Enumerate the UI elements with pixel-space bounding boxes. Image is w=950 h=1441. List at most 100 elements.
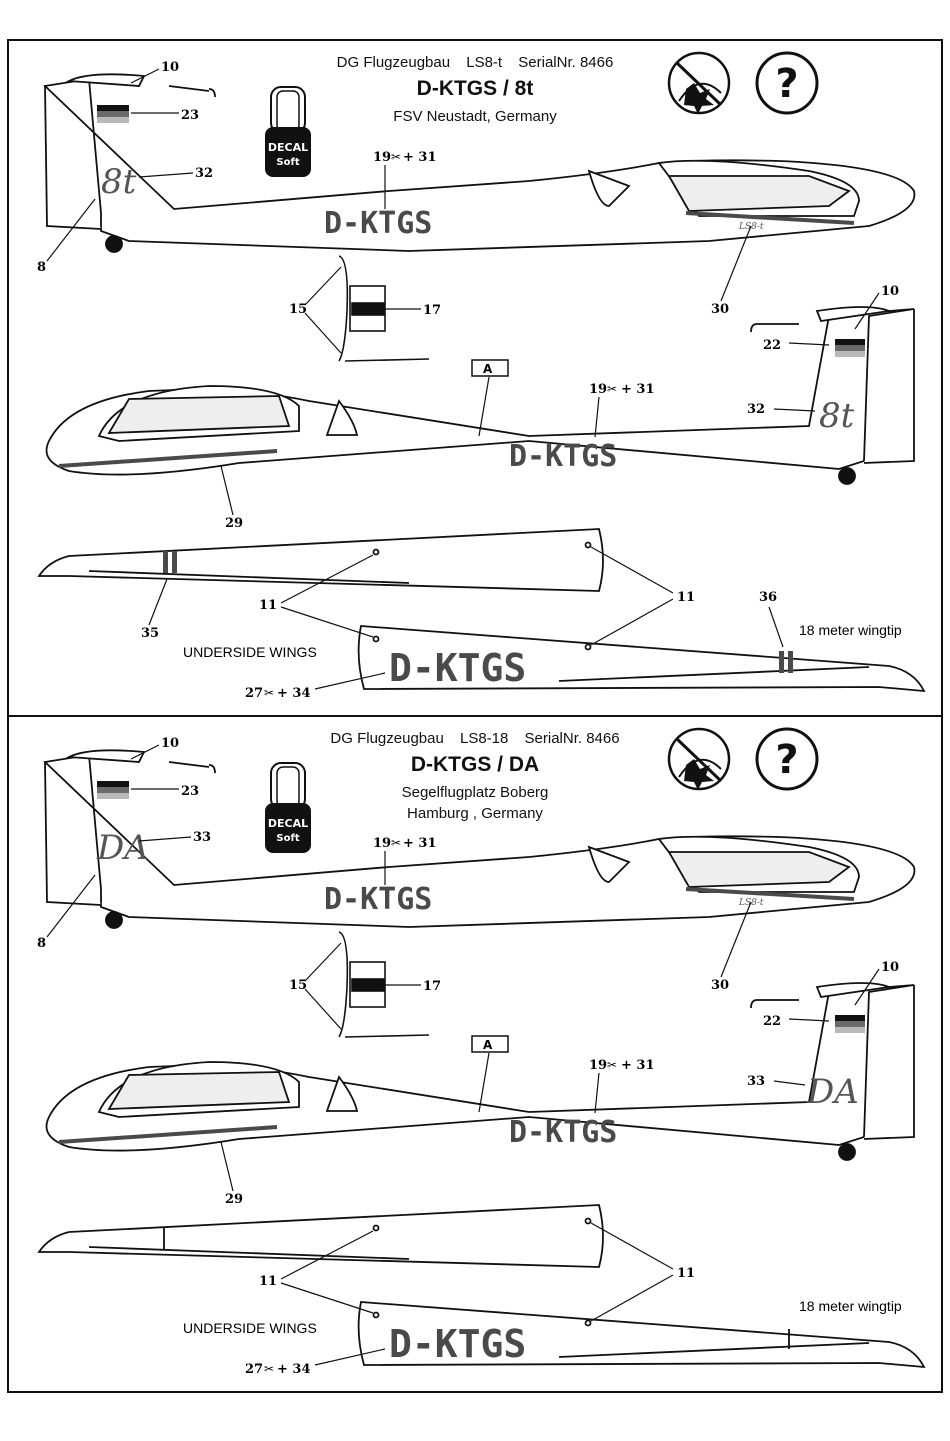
tail-code-decal-right: DA — [806, 1072, 859, 1112]
callout-19-right: 19 — [589, 1058, 607, 1073]
wing-stripe-36 — [779, 651, 784, 673]
registration-decal-fuselage: D-KTGS — [324, 206, 432, 241]
callout-34: + 34 — [277, 686, 311, 701]
callout-11: 11 — [259, 598, 277, 613]
wing-underside-right — [357, 625, 926, 693]
scheme-title: D-KTGS / 8t — [416, 77, 534, 100]
registration-decal-fuselage-right: D-KTGS — [509, 1115, 617, 1150]
german-flag-decal-right — [835, 339, 865, 357]
wing-underside-left — [37, 1204, 604, 1268]
callout-19-right: 19 — [589, 382, 607, 397]
bottle-sublabel: Soft — [276, 157, 299, 168]
club-name: FSV Neustadt, Germany — [9, 106, 941, 127]
underside-wings-label: UNDERSIDE WINGS — [183, 1320, 317, 1336]
bottom-drawings: ? DECAL Soft DA D-KTGS LS8-t — [37, 727, 926, 1377]
tail-code-decal-right: 8t — [819, 396, 855, 436]
arrow-tag-box — [471, 1035, 509, 1053]
callout-31-right: + 31 — [621, 1058, 655, 1073]
fuselage-stripe — [685, 887, 855, 901]
callout-27: 27 — [245, 1362, 263, 1377]
callout-19: 19 — [373, 836, 391, 851]
bottle-label: DECAL — [268, 817, 308, 830]
cut-scissors-icon: ✂ — [264, 686, 274, 700]
callout-11: 11 — [259, 1274, 277, 1289]
callout-17: 17 — [423, 979, 441, 994]
callout-22: 22 — [763, 338, 781, 353]
decal-soft-bottle-icon: DECAL Soft — [265, 86, 311, 177]
callout-10-right: 10 — [881, 284, 899, 299]
callout-22: 22 — [763, 1014, 781, 1029]
cut-scissors-icon: ✂ — [607, 382, 617, 396]
maker-line: DG Flugzeugbau LS8-18 SerialNr. 8466 — [9, 730, 941, 747]
cut-scissors-icon: ✂ — [264, 1362, 274, 1376]
callout-35: 35 — [141, 626, 159, 641]
svg-text:?: ? — [775, 61, 798, 107]
bottle-sublabel: Soft — [276, 833, 299, 844]
callout-8: 8 — [37, 936, 46, 951]
callout-15: 15 — [289, 302, 307, 317]
arrow-tag: A — [483, 362, 493, 376]
german-flag-decal-right — [835, 1015, 865, 1033]
fuselage-stripe — [685, 211, 855, 225]
scheme-title: D-KTGS / DA — [410, 753, 540, 776]
callout-10-right: 10 — [881, 960, 899, 975]
callout-32: 32 — [195, 166, 213, 181]
manufacturer: DG Flugzeugbau — [330, 730, 444, 747]
question-mark-icon: ? — [755, 51, 819, 115]
manufacturer: DG Flugzeugbau — [336, 54, 451, 71]
callout-23: 23 — [181, 108, 199, 123]
svg-text:?: ? — [775, 737, 798, 783]
wing-underside-left — [37, 528, 604, 592]
callout-19: 19 — [373, 150, 391, 165]
glider-left-side-view — [43, 73, 916, 253]
decal-sheet-variant-da: DG Flugzeugbau LS8-18 SerialNr. 8466 D-K… — [7, 715, 943, 1393]
callout-30: 30 — [711, 302, 729, 317]
callout-11-right: 11 — [677, 590, 695, 605]
glider-left-side-view — [43, 749, 916, 929]
callout-11-right: 11 — [677, 1266, 695, 1281]
cut-scissors-icon: ✂ — [607, 1058, 617, 1072]
club-line-2: Hamburg , Germany — [407, 805, 543, 822]
arrow-tag: A — [483, 1038, 493, 1052]
club-line-1: Segelflugplatz Boberg — [401, 784, 549, 801]
callout-31: + 31 — [403, 150, 437, 165]
wingtip-label: 18 meter wingtip — [799, 622, 902, 638]
callout-27: 27 — [245, 686, 263, 701]
club-name: Segelflugplatz Boberg Hamburg , Germany — [9, 782, 941, 824]
registration-decal-fuselage-right: D-KTGS — [509, 439, 617, 474]
serial-number: SerialNr. 8466 — [518, 54, 614, 71]
callout-8: 8 — [37, 260, 46, 275]
model: LS8-18 — [459, 730, 509, 747]
callout-33-right: 33 — [747, 1074, 765, 1089]
serial-number: SerialNr. 8466 — [524, 730, 620, 747]
callout-30: 30 — [711, 978, 729, 993]
callout-31-right: + 31 — [621, 382, 655, 397]
glider-right-side-view — [45, 306, 915, 485]
callout-31: + 31 — [403, 836, 437, 851]
wing-underside-right — [357, 1301, 926, 1369]
top-drawings: ? DECAL Soft 8t D-KTGS — [37, 51, 926, 701]
wingtip-label: 18 meter wingtip — [799, 1298, 902, 1314]
callout-32-right: 32 — [747, 402, 765, 417]
fuselage-stripe-right — [58, 1125, 278, 1144]
decal-soft-bottle-icon: DECAL Soft — [265, 762, 311, 853]
registration-decal-wing: D-KTGS — [389, 646, 526, 690]
registration-decal-fuselage: D-KTGS — [324, 882, 432, 917]
registration-decal-wing: D-KTGS — [389, 1322, 526, 1366]
callout-17: 17 — [423, 303, 441, 318]
callout-34: + 34 — [277, 1362, 311, 1377]
german-flag-decal — [97, 105, 129, 123]
callout-10: 10 — [161, 736, 179, 751]
glider-right-side-view — [45, 982, 915, 1161]
cut-scissors-icon: ✂ — [391, 150, 401, 164]
callout-29: 29 — [225, 516, 243, 531]
tail-code-decal: DA — [96, 828, 149, 868]
tail-code-decal: 8t — [101, 162, 137, 202]
no-swallow-warning-icon — [667, 51, 731, 115]
bottle-label: DECAL — [268, 141, 308, 154]
callout-10: 10 — [161, 60, 179, 75]
callout-23: 23 — [181, 784, 199, 799]
arrow-tag-box — [471, 359, 509, 377]
callout-29: 29 — [225, 1192, 243, 1207]
cut-scissors-icon: ✂ — [391, 836, 401, 850]
